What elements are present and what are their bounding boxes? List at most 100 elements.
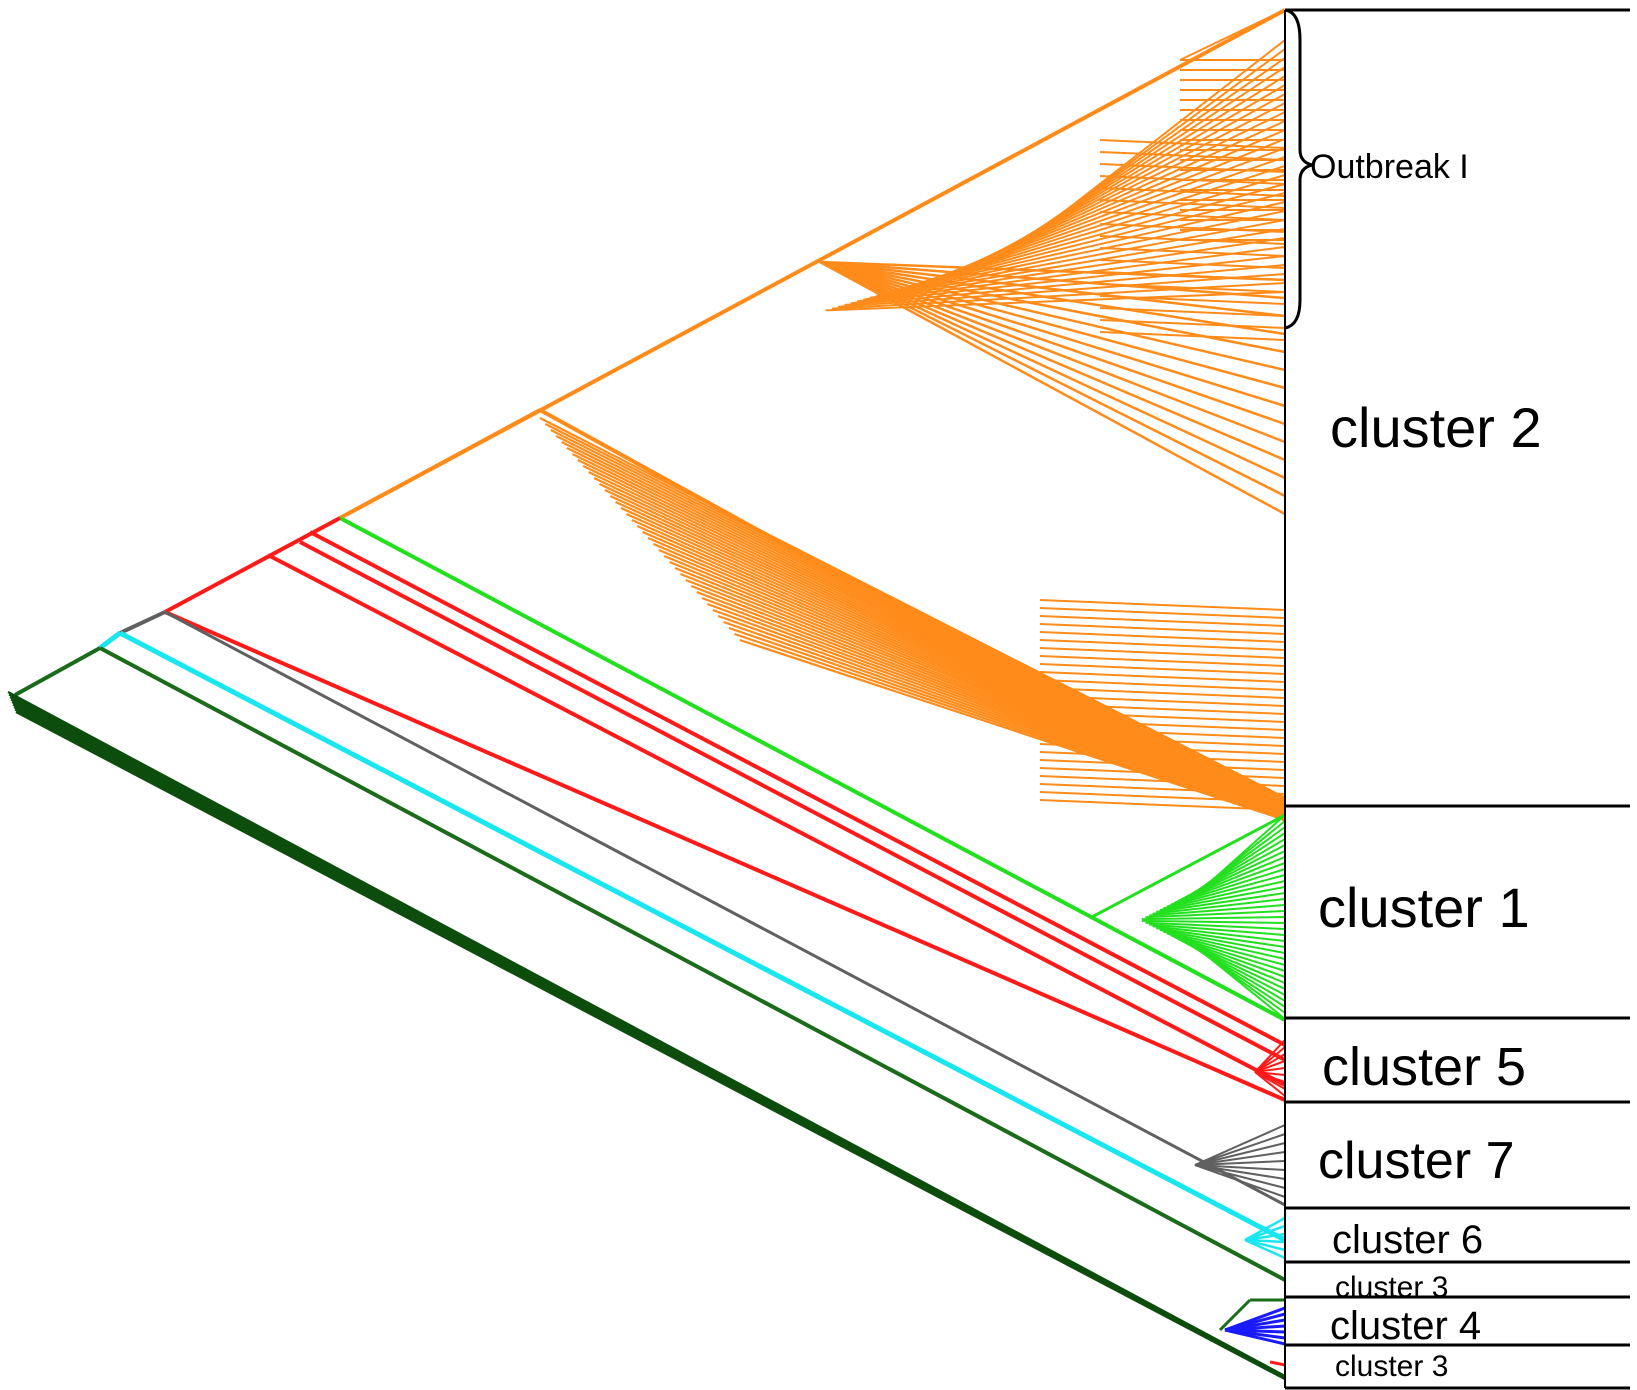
branch-cluster7-204 — [1194, 1160, 1286, 1166]
branch-cluster2-64 — [1039, 783, 1286, 795]
branch-cluster1-171 — [1156, 927, 1286, 948]
branch-cluster1-183 — [1198, 948, 1286, 1020]
branch-cluster2-83 — [900, 183, 1286, 290]
branch-cluster1-169 — [1148, 923, 1286, 936]
branch-cluster1-158 — [1170, 868, 1286, 906]
branch-cluster5-194 — [1254, 1071, 1286, 1076]
branch-cluster1-160 — [1163, 880, 1286, 910]
branch-cluster2-65 — [1039, 791, 1286, 803]
branch-cluster5-191 — [1254, 1053, 1286, 1073]
branch-cluster2-2 — [339, 408, 541, 520]
branch-cluster1-155 — [1180, 850, 1286, 901]
branch-cluster2-59 — [1039, 743, 1286, 755]
branch-cluster2-39 — [734, 632, 1286, 821]
branch-cluster2-99 — [819, 260, 1286, 336]
branch-cluster2-63 — [1039, 775, 1286, 787]
branch-cluster2-43 — [1039, 615, 1286, 627]
branch-cluster2-98 — [819, 260, 1286, 318]
branch-cluster2-126 — [1099, 331, 1286, 341]
branch-cluster7-206 — [1194, 1164, 1286, 1180]
branch-cluster2-125 — [1099, 319, 1286, 329]
branch-cluster5-190 — [1254, 1046, 1286, 1073]
branch-cluster2-108 — [819, 260, 1286, 498]
branch-cluster7-205 — [1194, 1164, 1286, 1171]
branch-cluster1-173 — [1163, 930, 1286, 960]
branch-cluster6-212 — [1244, 1224, 1286, 1242]
branch-cluster2-114 — [1099, 187, 1286, 197]
branch-cluster2-34 — [707, 602, 1286, 818]
branch-cluster5-186 — [299, 540, 1286, 1062]
branch-cluster2-115 — [1099, 199, 1286, 209]
branch-cluster7-198 — [119, 610, 166, 635]
cluster-4-label: cluster 4 — [1330, 1304, 1482, 1348]
outbreak-brace — [1284, 8, 1313, 330]
branch-cluster2-121 — [1099, 271, 1286, 281]
branch-cluster1-176 — [1173, 936, 1286, 978]
branch-cluster2-36 — [717, 614, 1286, 819]
branch-cluster1-166 — [1141, 916, 1286, 921]
branch-root-236 — [15, 711, 1286, 1381]
branch-cluster1-175 — [1170, 934, 1286, 972]
cluster-3-label-upper: cluster 3 — [1335, 1271, 1449, 1304]
branch-cluster1-162 — [1156, 892, 1286, 913]
branch-cluster2-80 — [919, 156, 1286, 285]
branch-cluster2-107 — [819, 260, 1286, 480]
branch-cluster2-104 — [819, 260, 1286, 426]
branch-cluster2-53 — [1039, 695, 1286, 707]
branch-cluster5-187 — [267, 553, 1286, 1087]
branch-cluster2-91 — [850, 255, 1286, 305]
branch-cluster5-188 — [164, 610, 1286, 1102]
branch-cluster2-45 — [1039, 631, 1286, 643]
branch-cluster1-168 — [1145, 921, 1286, 930]
branch-cluster2-61 — [1039, 759, 1286, 771]
branch-cluster2-48 — [1039, 655, 1286, 667]
branch-cluster1-174 — [1166, 932, 1286, 966]
branch-cluster2-105 — [819, 260, 1286, 444]
branch-cluster2-111 — [1099, 151, 1286, 161]
branch-cluster2-94 — [831, 282, 1286, 310]
branch-cluster2-81 — [913, 165, 1286, 287]
branch-cluster3-red-237 — [1269, 1360, 1286, 1367]
branch-cluster2-54 — [1039, 703, 1286, 715]
branch-cluster1-165 — [1145, 910, 1286, 919]
branch-cluster2-50 — [1039, 671, 1286, 683]
outbreak-label: Outbreak I — [1310, 148, 1469, 186]
branch-cluster2-116 — [1099, 211, 1286, 221]
branch-cluster2-42 — [1039, 607, 1286, 619]
branch-cluster6-211 — [1244, 1216, 1286, 1242]
dendrogram-branches — [7, 8, 1287, 1381]
branch-cluster2-57 — [1039, 727, 1286, 739]
branch-cluster2-55 — [1039, 711, 1286, 723]
branch-cluster7-199 — [164, 610, 1286, 1207]
branch-cluster6-214 — [1244, 1238, 1286, 1244]
branch-cluster1-164 — [1148, 904, 1286, 917]
branch-cluster2-51 — [1039, 679, 1286, 691]
branch-cluster7-208 — [1194, 1164, 1286, 1198]
branch-cluster1-170 — [1152, 925, 1286, 942]
branch-cluster6-210 — [118, 630, 1287, 1243]
branch-cluster2-60 — [1039, 751, 1286, 763]
branch-cluster2-38 — [728, 626, 1286, 820]
branch-cluster2-123 — [1099, 295, 1286, 305]
branch-cluster2-58 — [1039, 735, 1286, 747]
branch-cluster2-101 — [819, 260, 1286, 372]
cluster-2-label: cluster 2 — [1330, 396, 1542, 459]
branch-cluster2-119 — [1099, 247, 1286, 257]
branch-cluster5-185 — [309, 530, 1286, 1047]
cluster-separators — [1284, 8, 1630, 1390]
branch-cluster2-106 — [819, 260, 1286, 462]
branch-cluster1-163 — [1152, 898, 1286, 915]
branch-cluster7-201 — [1194, 1133, 1286, 1166]
branch-cluster2-124 — [1099, 307, 1286, 317]
branch-cluster2-122 — [1099, 283, 1286, 293]
branch-cluster7-203 — [1194, 1151, 1286, 1166]
branch-cluster1-156 — [1177, 856, 1286, 903]
cluster-6-label: cluster 6 — [1332, 1218, 1484, 1262]
branch-cluster5-193 — [1254, 1067, 1286, 1073]
cluster-5-label: cluster 5 — [1322, 1037, 1527, 1097]
branch-cluster2-86 — [882, 210, 1286, 296]
branch-cluster2-52 — [1039, 687, 1286, 699]
branch-cluster2-49 — [1039, 663, 1286, 675]
branch-cluster2-87 — [875, 219, 1286, 297]
branch-cluster1-159 — [1166, 874, 1286, 908]
